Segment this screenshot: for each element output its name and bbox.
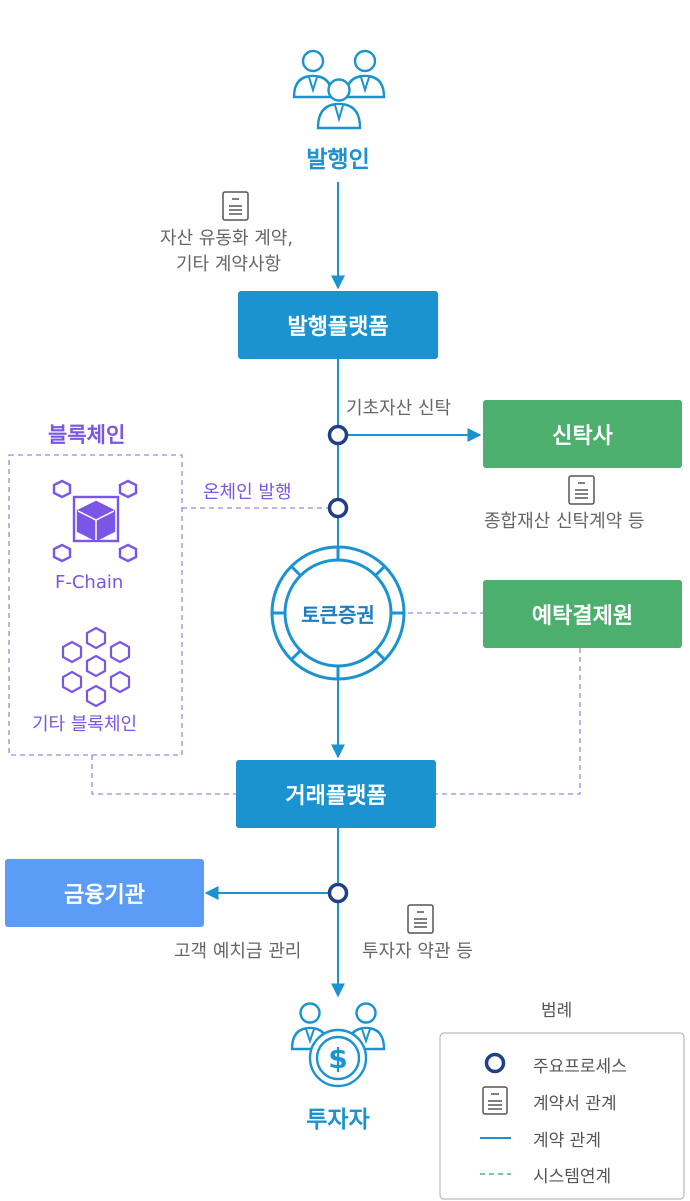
document-icon — [568, 475, 595, 505]
process-node — [327, 497, 349, 519]
legend-title: 범례 — [541, 1001, 573, 1021]
trust-company-box: 신탁사 — [483, 400, 682, 468]
investor-label: 투자자 — [306, 1107, 370, 1133]
legend-process-icon — [484, 1052, 506, 1074]
legend-item-contract: 계약 관계 — [533, 1131, 601, 1151]
document-icon — [407, 904, 434, 934]
investor-terms-label: 투자자 약관 등 — [362, 941, 473, 962]
document-icon — [222, 191, 249, 221]
token-security-label: 토큰증권 — [301, 602, 375, 627]
trust-of-assets-label: 기초자산 신탁 — [346, 398, 452, 419]
legend-item-process: 주요프로세스 — [533, 1057, 627, 1077]
f-chain-label: F-Chain — [55, 572, 124, 593]
token-security-ring — [270, 545, 406, 681]
issuer-label: 발행인 — [306, 147, 370, 173]
asset-contract-label-line1: 자산 유동화 계약, — [160, 228, 294, 249]
blockchain-title: 블록체인 — [48, 423, 126, 447]
trust-contract-label: 종합재산 신탁계약 등 — [484, 511, 645, 532]
process-node — [327, 424, 349, 446]
process-node — [327, 882, 349, 904]
issuance-platform-box: 발행플랫폼 — [238, 291, 438, 359]
onchain-issuance-label: 온체인 발행 — [203, 482, 292, 503]
other-blockchain-label: 기타 블록체인 — [32, 714, 138, 735]
issuer-people-icon — [292, 49, 386, 130]
other-blockchain-icon — [61, 626, 131, 708]
dollar-icon: $ — [328, 1042, 347, 1075]
legend-document-icon — [482, 1086, 508, 1115]
f-chain-icon — [52, 479, 138, 563]
blockchain-to-trading-dashed-link — [91, 755, 236, 795]
deposit-management-label: 고객 예치금 관리 — [174, 941, 302, 962]
financial-institution-box: 금융기관 — [5, 859, 204, 927]
ksd-box: 예탁결제원 — [483, 580, 682, 648]
asset-contract-label-line2: 기타 계약사항 — [176, 254, 282, 275]
ksd-to-trading-dashed-link — [436, 648, 581, 795]
trading-platform-box: 거래플랫폼 — [236, 760, 436, 828]
investor-people-icon — [290, 1002, 386, 1088]
legend-box — [439, 1032, 685, 1200]
legend-item-document: 계약서 관계 — [533, 1094, 617, 1114]
legend-item-system: 시스템연계 — [533, 1167, 612, 1187]
blockchain-container — [8, 454, 183, 756]
